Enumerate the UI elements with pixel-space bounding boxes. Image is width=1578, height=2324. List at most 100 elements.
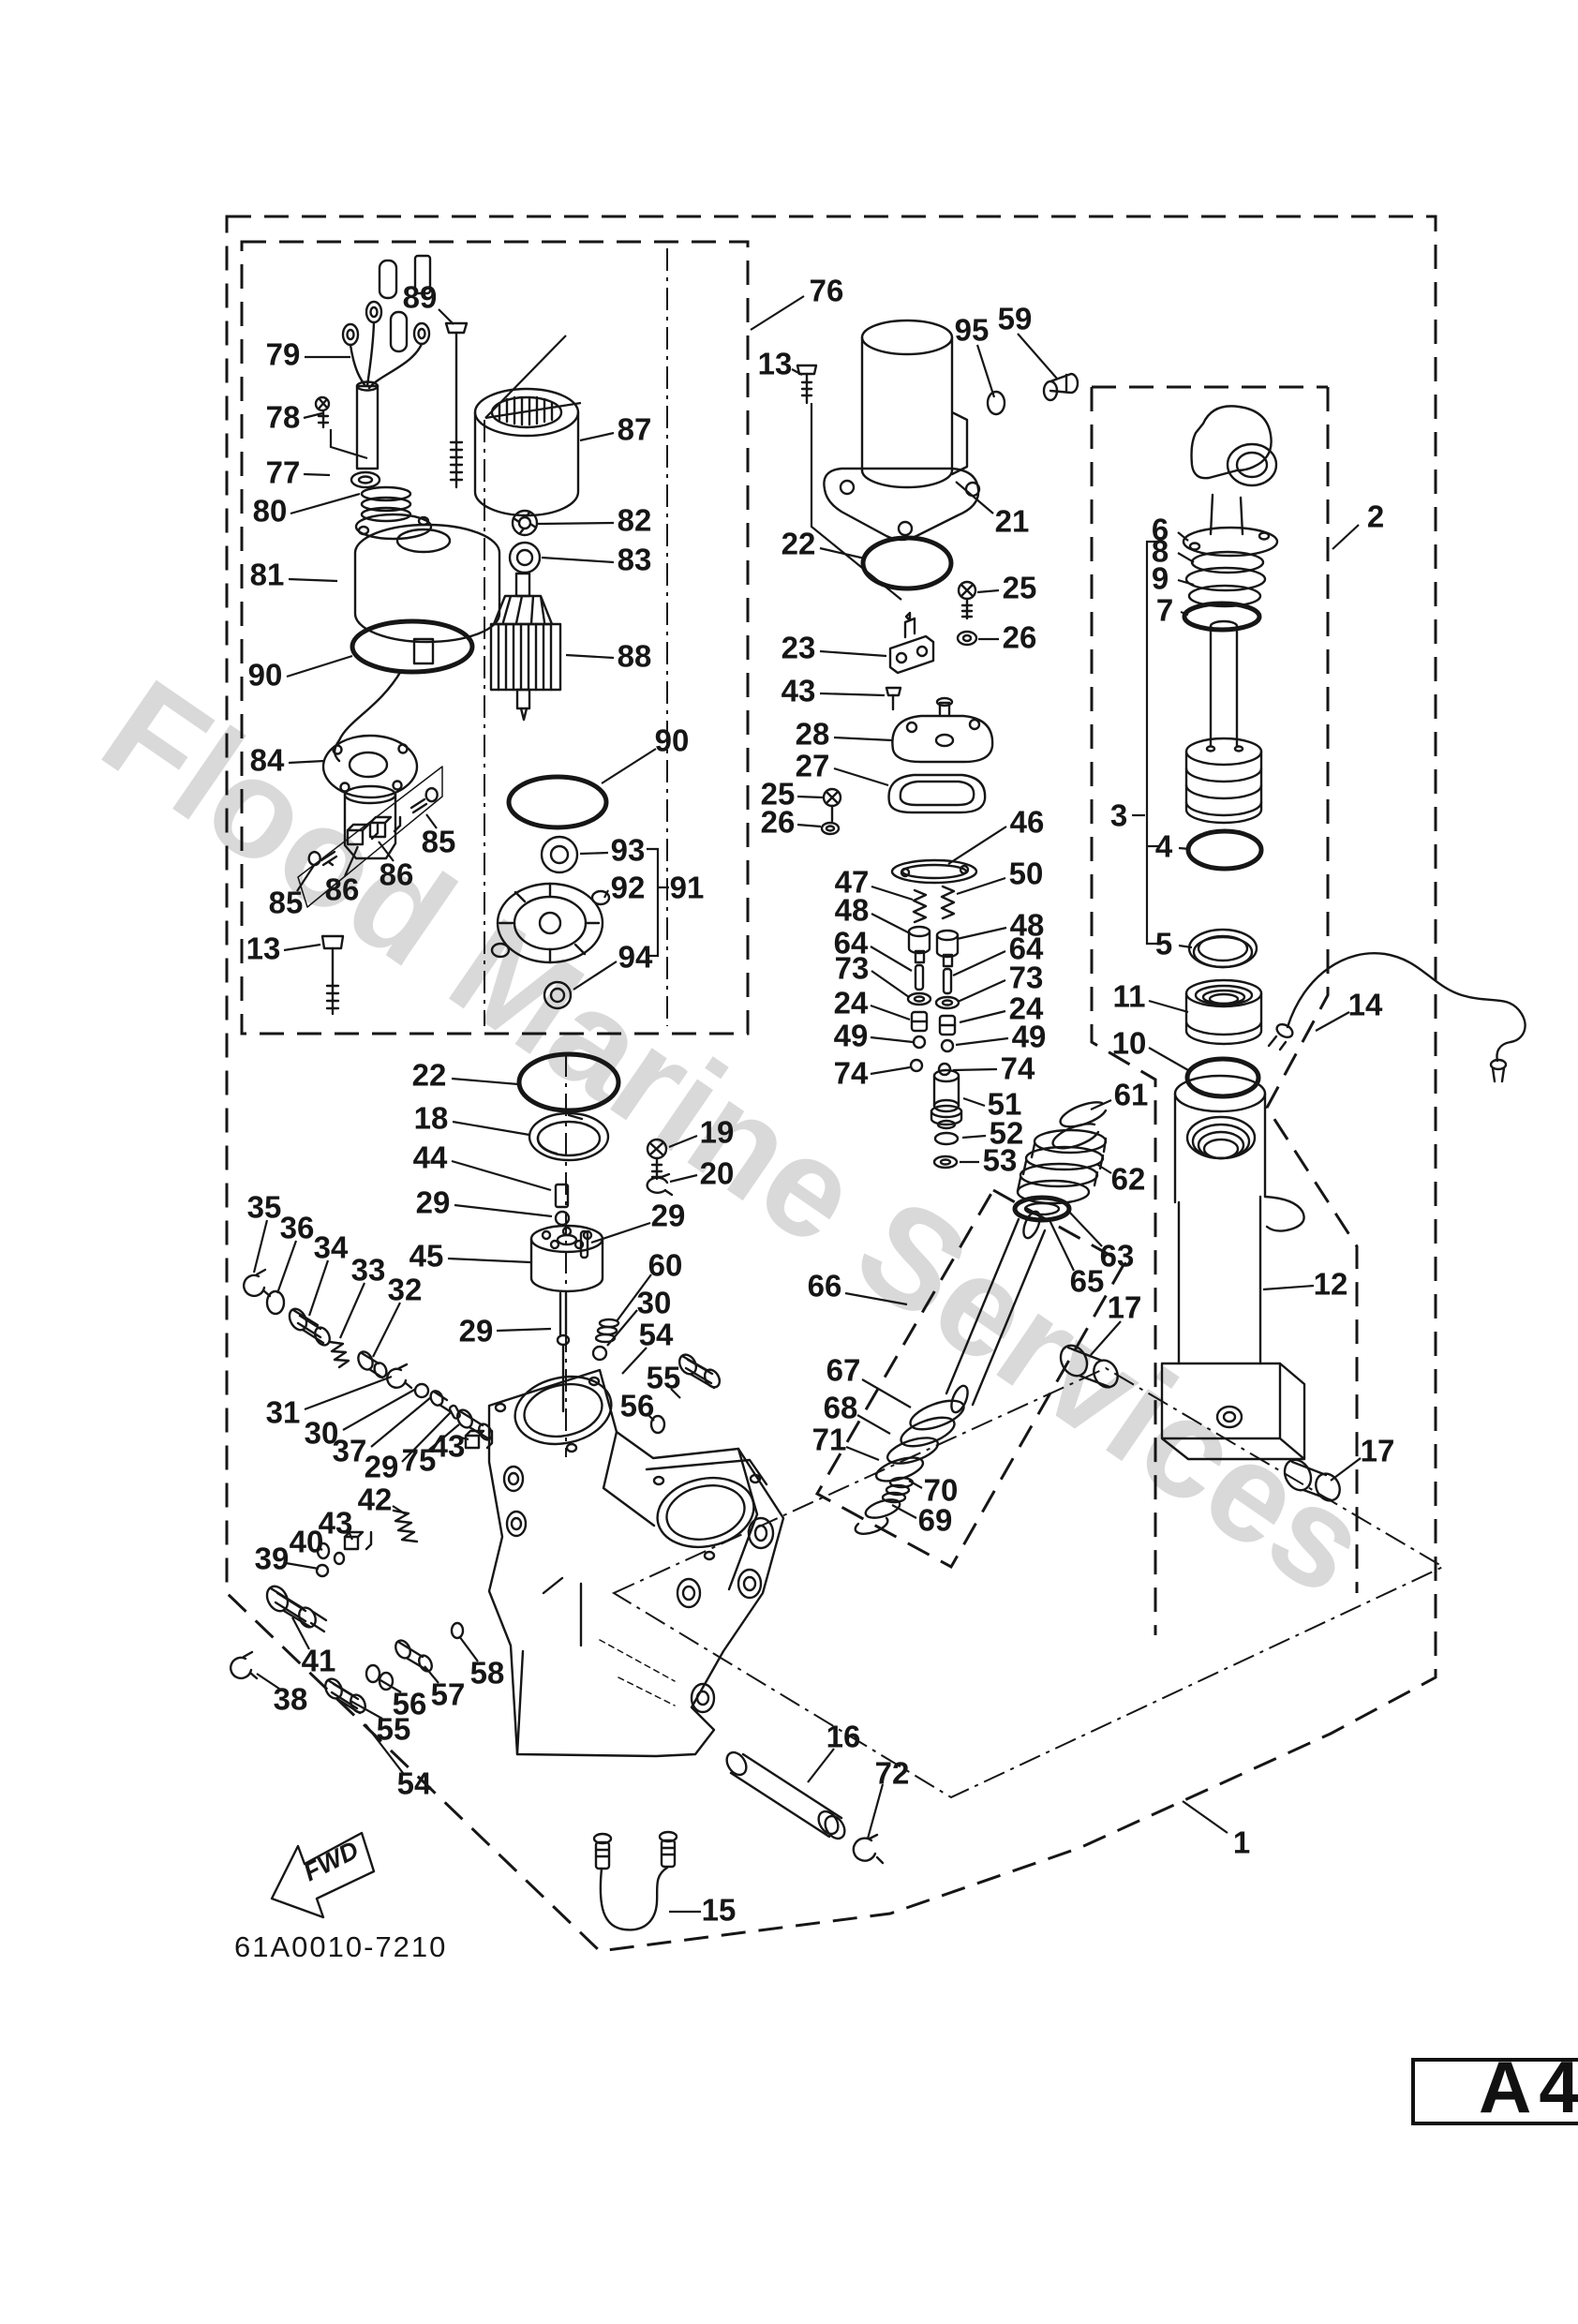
motor-base-84 <box>297 734 443 1016</box>
part-callout-19: 19 <box>700 1115 735 1150</box>
leader-line-88 <box>565 653 615 660</box>
leader-line-92 <box>603 889 609 899</box>
part-callout-43: 43 <box>319 1506 353 1541</box>
cylinder-assembly-box <box>1090 385 1359 1635</box>
part-callout-76: 76 <box>810 274 844 308</box>
leader-line-85 <box>296 863 316 892</box>
tilt-piston-rod <box>945 1210 1047 1414</box>
part-callout-55: 55 <box>647 1361 681 1395</box>
leader-line-2 <box>1332 524 1360 550</box>
platform-chain-outline <box>611 1366 1446 1799</box>
part-callout-29: 29 <box>416 1185 451 1220</box>
leader-line-30 <box>606 1309 638 1347</box>
leader-line-34 <box>307 1259 330 1317</box>
bracket-line <box>329 429 368 460</box>
motor-washer-82 <box>511 509 539 537</box>
fwd-arrow: FWD <box>270 1831 376 1919</box>
part-callout-83: 83 <box>618 543 652 577</box>
part-callout-86: 86 <box>380 857 414 892</box>
gland-flange-6 <box>1182 526 1279 558</box>
oring-36 <box>265 1289 286 1316</box>
clip-72 <box>852 1833 885 1865</box>
leader-line-50 <box>956 876 1006 896</box>
seal-65 <box>1012 1195 1072 1223</box>
part-callout-88: 88 <box>618 639 652 674</box>
drawing-code: 61A0010-7210 <box>234 1930 447 1963</box>
part-callout-47: 47 <box>835 865 870 900</box>
outer-boundary <box>225 215 1437 1953</box>
part-callout-81: 81 <box>250 558 285 592</box>
leader-line-36 <box>275 1240 298 1294</box>
oring-52 <box>933 1131 960 1146</box>
part-callout-32: 32 <box>388 1273 423 1307</box>
leader-line-48 <box>871 913 911 934</box>
part-callout-70: 70 <box>924 1473 959 1508</box>
swivel-bracket-1 <box>487 1368 785 1758</box>
part-callout-43: 43 <box>431 1429 466 1464</box>
leader-line-29 <box>401 1410 453 1463</box>
leader-line-28 <box>833 736 893 742</box>
part-callout-41: 41 <box>302 1644 336 1678</box>
part-callout-84: 84 <box>250 743 285 778</box>
part-callout-56: 56 <box>620 1389 655 1423</box>
part-callout-95: 95 <box>955 313 990 348</box>
part-callout-24: 24 <box>834 986 869 1020</box>
part-callout-68: 68 <box>824 1391 858 1425</box>
part-callout-60: 60 <box>648 1248 683 1283</box>
leader-line-9 <box>1177 578 1195 587</box>
bushing-17 <box>1059 1344 1119 1389</box>
seal-5 <box>1187 928 1258 969</box>
oil-pipe-15 <box>592 1830 678 1931</box>
part-callout-12: 12 <box>1314 1267 1348 1302</box>
ball-74 <box>937 1062 952 1077</box>
valve-41 <box>265 1585 328 1633</box>
part-callout-33: 33 <box>351 1253 386 1288</box>
leader-line-55 <box>350 1700 383 1720</box>
piston-rod <box>1209 619 1239 748</box>
part-callout-51: 51 <box>988 1087 1022 1122</box>
leader-line-37 <box>370 1396 432 1448</box>
leader-line-64 <box>952 950 1006 976</box>
gasket-46 <box>890 858 978 885</box>
leader-line-90 <box>286 654 353 678</box>
leader-line-1 <box>1182 1800 1228 1834</box>
leader-line-58 <box>458 1635 479 1662</box>
leader-line-74 <box>952 1067 998 1072</box>
ball-49 <box>940 1038 955 1053</box>
part-callout-9: 9 <box>1152 561 1169 596</box>
part-callout-8: 8 <box>1152 534 1169 569</box>
pin-64 <box>942 967 953 995</box>
part-callout-37: 37 <box>333 1434 367 1468</box>
part-callout-13: 13 <box>758 347 793 381</box>
leader-line-12 <box>1262 1284 1315 1291</box>
leader-line-95 <box>975 344 996 398</box>
wear-ring-18 <box>528 1111 610 1162</box>
part-callout-48: 48 <box>835 893 870 928</box>
part-callout-4: 4 <box>1155 829 1173 864</box>
oring-58 <box>450 1621 465 1640</box>
leader-line-61 <box>1090 1098 1112 1111</box>
part-callout-56: 56 <box>393 1687 427 1721</box>
gland-11 <box>1184 978 1263 1046</box>
part-callout-16: 16 <box>826 1720 861 1754</box>
leader-line-22 <box>819 546 866 560</box>
leader-line-19 <box>668 1134 698 1149</box>
leader-line-20 <box>669 1173 698 1184</box>
part-callout-90: 90 <box>655 723 690 758</box>
leader-line-75 <box>428 1423 460 1451</box>
leader-line-17 <box>1090 1320 1122 1356</box>
part-callout-5: 5 <box>1155 927 1172 961</box>
leader-line-59 <box>1017 333 1058 380</box>
leader-line-67 <box>861 1378 912 1408</box>
leader-line-10 <box>1148 1047 1189 1071</box>
part-callout-63: 63 <box>1100 1239 1135 1274</box>
oring-7 <box>1182 601 1262 633</box>
leader-line-66 <box>844 1291 908 1306</box>
screw-19 <box>646 1138 668 1181</box>
leader-line-29 <box>454 1203 553 1218</box>
motor-assembly-box <box>240 240 750 1035</box>
leader-line-21 <box>955 481 994 514</box>
motor-bearing-94 <box>543 980 573 1010</box>
leader-line-54 <box>621 1347 648 1375</box>
